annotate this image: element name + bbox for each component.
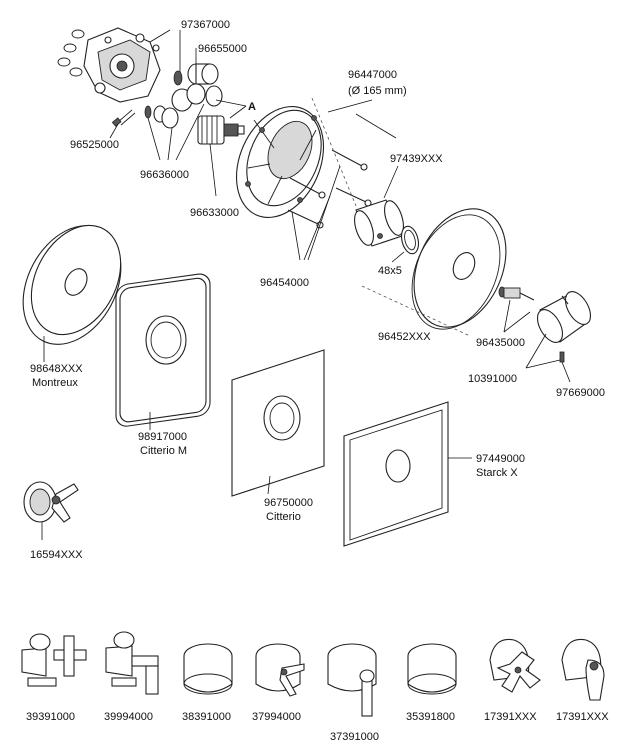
handle-97669000 xyxy=(536,291,592,363)
handle-17391xxx-lever xyxy=(561,638,605,701)
handle-35391800 xyxy=(407,643,457,695)
trim-montreux-98648xxx xyxy=(22,224,122,345)
label-handle-39994000: 39994000 xyxy=(104,711,153,723)
valve-body xyxy=(57,27,161,103)
oring-97367000 xyxy=(173,70,183,86)
label-96452xxx: 96452XXX xyxy=(378,331,431,343)
label-98648xxx-name: Montreux xyxy=(32,377,78,389)
label-96435000: 96435000 xyxy=(476,337,525,349)
label-96525000: 96525000 xyxy=(70,139,119,151)
label-handle-35391800: 35391800 xyxy=(406,711,455,723)
label-97439xxx: 97439XXX xyxy=(390,153,443,165)
cartridge-96633000 xyxy=(197,115,245,145)
screw-96525000 xyxy=(111,109,136,127)
handle-39994000 xyxy=(105,631,159,695)
label-handle-38391000: 38391000 xyxy=(182,711,231,723)
handle-16594xxx xyxy=(23,481,79,523)
trim-citterio-m-98917000 xyxy=(115,273,211,427)
label-10391000: 10391000 xyxy=(468,373,517,385)
trim-citterio-96750000 xyxy=(231,349,325,497)
handle-17391xxx-cross xyxy=(489,638,541,693)
label-96750000-name: Citterio xyxy=(266,511,301,523)
label-48x5: 48x5 xyxy=(378,265,402,277)
label-callout-a: A xyxy=(248,101,256,113)
oring-48x5 xyxy=(400,225,420,255)
trim-starck-x-97449000 xyxy=(343,401,449,547)
rough-plate-96447000 xyxy=(235,106,325,218)
label-16594xxx: 16594XXX xyxy=(30,549,83,561)
handle-37391000 xyxy=(327,643,377,717)
sleeve-97439xxx xyxy=(354,199,404,247)
label-97449000-name: Starck X xyxy=(476,467,518,479)
label-97669000: 97669000 xyxy=(556,387,605,399)
handle-options-row xyxy=(21,631,605,717)
label-97449000: 97449000 xyxy=(476,453,525,465)
handle-37994000 xyxy=(255,643,305,697)
label-98648xxx: 98648XXX xyxy=(30,363,83,375)
label-98917000: 98917000 xyxy=(138,431,187,443)
label-handle-37994000: 37994000 xyxy=(252,711,301,723)
label-96636000: 96636000 xyxy=(140,169,189,181)
screws-96454000 xyxy=(287,149,372,229)
label-handle-17391xxx-a: 17391XXX xyxy=(484,711,537,723)
handle-38391000 xyxy=(183,643,233,695)
stops-96636000 xyxy=(144,83,223,129)
label-96655000: 96655000 xyxy=(198,43,247,55)
label-97367000: 97367000 xyxy=(181,19,230,31)
label-96447000-note: (Ø 165 mm) xyxy=(348,85,407,97)
label-96633000: 96633000 xyxy=(190,207,239,219)
label-96447000: 96447000 xyxy=(348,69,397,81)
label-handle-39391000: 39391000 xyxy=(26,711,75,723)
handle-39391000 xyxy=(21,633,87,687)
label-handle-17391xxx-b: 17391XXX xyxy=(556,711,609,723)
adapter-96435000 xyxy=(498,286,535,301)
plug-96655000 xyxy=(187,63,219,85)
label-96750000: 96750000 xyxy=(264,497,313,509)
label-98917000-name: Citterio M xyxy=(140,445,187,457)
escutcheon-96452xxx xyxy=(411,208,507,330)
label-handle-37391000: 37391000 xyxy=(330,731,379,743)
label-96454000: 96454000 xyxy=(260,277,309,289)
